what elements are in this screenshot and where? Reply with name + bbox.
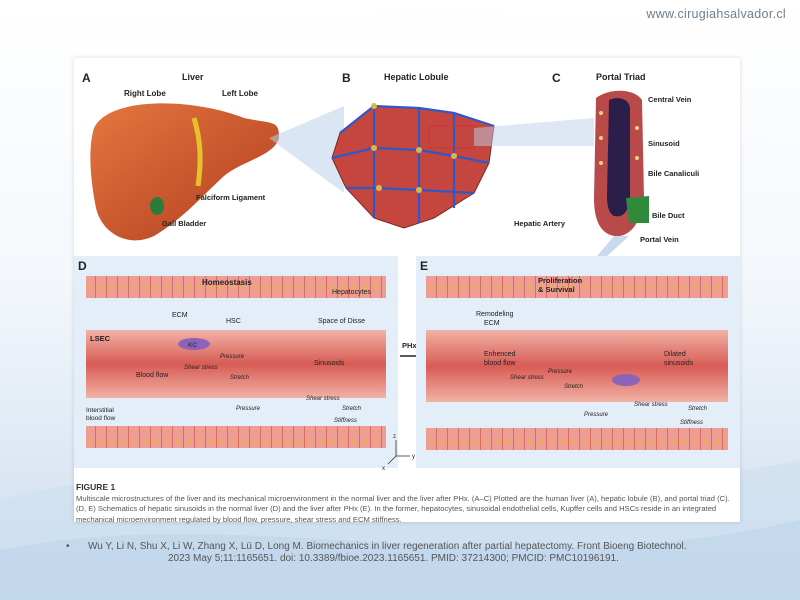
- figure-panel: A Liver Right Lobe Left Lobe Falciform L…: [74, 58, 740, 524]
- panel-d-sinusoid-tube: [86, 330, 386, 398]
- label-central-vein: Central Vein: [648, 95, 692, 104]
- label-shear-d: Shear stress: [184, 365, 218, 371]
- panel-e-bottom-hepatocytes: [426, 428, 728, 450]
- panel-b-title: Hepatic Lobule: [384, 72, 449, 82]
- zoom-projection-ab: [269, 106, 344, 193]
- panel-d-top-hepatocytes: [86, 276, 386, 298]
- panel-c-title: Portal Triad: [596, 72, 646, 82]
- label-lsec: LSEC: [90, 334, 111, 343]
- label-ecm: ECM: [172, 312, 188, 319]
- label-enhanced-1: Enhenced: [484, 351, 516, 358]
- label-shear2-e: Shear stress: [634, 402, 668, 408]
- portal-triad-illustration: [594, 90, 649, 237]
- label-interstitial-d-1: Interstitial: [86, 407, 114, 414]
- panel-d-letter: D: [78, 259, 87, 273]
- panel-d-bottom-hepatocytes: [86, 426, 386, 448]
- panel-e-sinusoid-tube: [426, 330, 728, 402]
- label-stretch2-e: Stretch: [688, 406, 708, 412]
- panel-e-letter: E: [420, 259, 428, 273]
- panel-d-title: Homeostasis: [202, 278, 252, 287]
- label-remodeling-1: Remodeling: [476, 311, 513, 318]
- label-kc: KC: [188, 342, 197, 349]
- label-pressure2-d: Pressure: [236, 406, 261, 412]
- label-dilated-2: sinusoids: [664, 360, 694, 367]
- label-proliferation-1: Proliferation: [538, 276, 583, 285]
- label-bile-canaliculi: Bile Canaliculi: [648, 169, 699, 178]
- reference-bullet: •: [66, 541, 70, 552]
- label-falciform: Falciform Ligament: [196, 193, 266, 202]
- label-stretch2-d: Stretch: [342, 406, 362, 412]
- label-stiffness-e: Stiffness: [680, 420, 703, 426]
- label-sinusoids-d: Sinusoids: [314, 360, 345, 367]
- label-shear2-d: Shear stress: [306, 396, 340, 402]
- axis-x: x: [382, 466, 385, 472]
- label-pressure2-e: Pressure: [584, 412, 609, 418]
- label-blood-flow-d: Blood flow: [136, 372, 169, 379]
- label-portal-vein: Portal Vein: [640, 235, 679, 244]
- label-sinusoid: Sinusoid: [648, 139, 680, 148]
- label-bile-duct: Bile Duct: [652, 211, 685, 220]
- figure-caption: FIGURE 1 Multiscale microstructures of t…: [76, 482, 736, 526]
- panel-b-letter: B: [342, 71, 351, 85]
- kupffer-cell: [178, 338, 210, 350]
- axis-y: y: [412, 454, 415, 460]
- caption-label: FIGURE 1: [76, 482, 116, 492]
- panel-a-title: Liver: [182, 72, 204, 82]
- label-hepatic-artery: Hepatic Artery: [514, 219, 566, 228]
- label-hsc: HSC: [226, 318, 241, 325]
- label-hepatocytes: Hepatocytes: [332, 289, 371, 296]
- website-url: www.cirugiahsalvador.cl: [646, 7, 786, 21]
- label-stiffness-d: Stiffness: [334, 418, 357, 424]
- label-left-lobe: Left Lobe: [222, 89, 259, 98]
- label-proliferation-2: & Survival: [538, 285, 575, 294]
- caption-text: Multiscale microstructures of the liver …: [76, 493, 730, 524]
- label-interstitial-d-2: blood flow: [86, 415, 116, 422]
- label-stretch-d: Stretch: [230, 375, 250, 381]
- hepatic-lobule-illustration: [331, 103, 495, 229]
- label-stretch-e: Stretch: [564, 384, 584, 390]
- label-pressure-d: Pressure: [220, 354, 245, 360]
- label-dilated-1: Dilated: [664, 351, 686, 358]
- panel-a-letter: A: [82, 71, 91, 85]
- panel-e-top-hepatocytes: [426, 276, 728, 298]
- liver-illustration: [90, 103, 279, 241]
- panel-c-letter: C: [552, 71, 561, 85]
- reference-line-2: 2023 May 5;11:1165651. doi: 10.3389/fbio…: [168, 553, 619, 564]
- reference-line-1: Wu Y, Li N, Shu X, Li W, Zhang X, Lü D, …: [88, 541, 687, 552]
- label-gall-bladder: Gall Bladder: [162, 219, 206, 228]
- label-remodeling-2: ECM: [484, 320, 500, 327]
- label-space-of-disse: Space of Disse: [318, 318, 365, 325]
- macrophage-cell-e: [612, 374, 640, 386]
- figure-diagram: A Liver Right Lobe Left Lobe Falciform L…: [74, 71, 740, 472]
- label-pressure-e: Pressure: [548, 369, 573, 375]
- axes-glyph: [387, 440, 410, 465]
- label-enhanced-2: blood flow: [484, 360, 516, 367]
- label-phx: PHx: [402, 341, 417, 350]
- label-right-lobe: Right Lobe: [124, 89, 166, 98]
- axis-z: z: [393, 434, 396, 440]
- zoom-projection-bc: [474, 118, 594, 146]
- label-shear-e: Shear stress: [510, 375, 544, 381]
